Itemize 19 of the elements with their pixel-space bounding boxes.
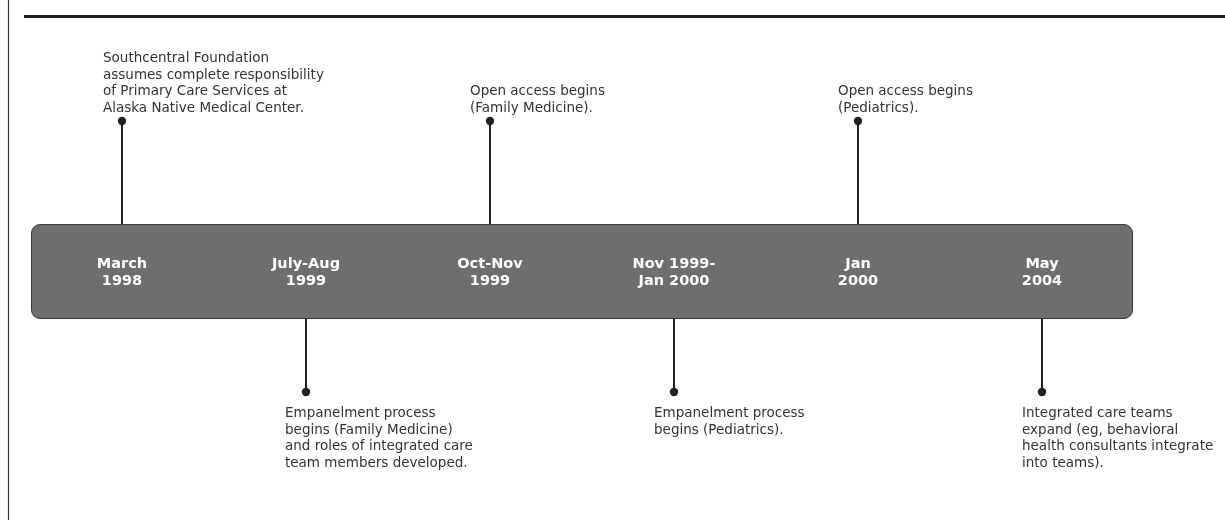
event-text: Empanelment process begins (Family Medicine) and roles of integrated care team members developed. — [285, 404, 477, 470]
leader-line — [669, 318, 679, 397]
date-label: Oct-Nov 1999 — [457, 254, 523, 289]
event-text: Southcentral Foundation assumes complete responsibility of Primary Care Services at Alaska Native Medical Center. — [103, 49, 325, 115]
event-text: Empanelment process begins (Pediatrics). — [654, 404, 839, 437]
event-text: Open access begins (Pediatrics). — [838, 82, 998, 115]
date-label: July-Aug 1999 — [271, 254, 341, 289]
leader-line — [485, 116, 495, 225]
date-label: May 2004 — [1021, 254, 1063, 289]
event-text: Open access begins (Family Medicine). — [470, 82, 630, 115]
leader-line — [301, 318, 311, 397]
leader-line — [853, 116, 863, 225]
date-label: Nov 1999- Jan 2000 — [632, 254, 716, 289]
leader-line — [117, 116, 127, 225]
timeline-bar — [31, 224, 1133, 319]
date-label: Jan 2000 — [837, 254, 879, 289]
event-text: Integrated care teams expand (eg, behavioral health consultants integrate into teams). — [1022, 404, 1214, 470]
leader-line — [1037, 318, 1047, 397]
date-label: March 1998 — [96, 254, 148, 289]
